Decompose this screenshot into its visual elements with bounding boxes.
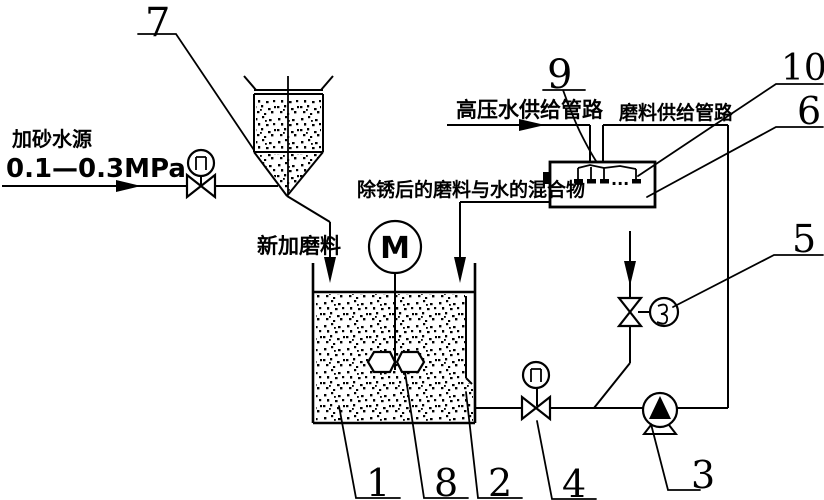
callout-9: 9 <box>547 52 572 98</box>
callout-1: 1 <box>366 461 390 500</box>
new-abrasive-label: 新加磨料 <box>257 234 341 258</box>
nozzle-icon <box>574 179 583 184</box>
chamber-left-port <box>543 172 551 184</box>
callout-3: 3 <box>691 453 715 497</box>
flow-arrow-right-icon <box>116 180 141 192</box>
callout-4: 4 <box>562 462 586 500</box>
leader-9 <box>542 89 597 162</box>
callout-5: 5 <box>792 217 816 261</box>
leader-4 <box>536 420 597 500</box>
callout-8: 8 <box>434 461 458 500</box>
callout-6: 6 <box>797 89 821 133</box>
leader-5 <box>672 254 824 308</box>
valve-actuator-icon <box>648 296 680 328</box>
leader-3 <box>650 423 701 491</box>
nozzle-ellipsis: ... <box>611 170 629 189</box>
abrasive-hopper <box>243 75 334 197</box>
stirrer-motor: M <box>367 219 423 275</box>
down-arrow-icon <box>454 257 466 283</box>
callout-7: 7 <box>145 0 170 46</box>
outlet-valve-icon <box>520 360 552 422</box>
agitator <box>366 273 426 374</box>
leader-6 <box>646 126 824 198</box>
new-abrasive-chute <box>286 195 336 283</box>
leader-10 <box>637 83 824 177</box>
leader-2 <box>465 391 523 499</box>
hp-water-pipe <box>447 119 591 162</box>
leader-7 <box>137 33 255 151</box>
nozzle-icon <box>600 179 609 184</box>
stirrer-paddle-left <box>366 350 397 374</box>
down-arrow-icon <box>624 261 636 286</box>
stirrer-paddle-right <box>395 350 426 374</box>
callout-10: 10 <box>781 48 824 89</box>
nozzle-icon <box>632 179 641 184</box>
water-source-pipe <box>2 180 278 192</box>
mixture-pipe-label: 除锈后的磨料与水的混合物 <box>357 178 585 201</box>
down-arrow-icon <box>324 257 336 283</box>
leader-8 <box>404 371 469 499</box>
abrasive-supply-pipe-label: 磨料供给管路 <box>618 101 734 124</box>
mixing-chamber: ... <box>543 160 657 209</box>
flow-arrow-right-icon <box>519 119 545 131</box>
abrasive-supply-pipe <box>602 124 729 408</box>
motor-letter: M <box>380 231 410 266</box>
water-source-label: 加砂水源 <box>11 127 92 151</box>
leader-1 <box>338 405 401 499</box>
water-pressure-label: 0.1—0.3MPa <box>6 154 186 184</box>
hp-water-pipe-label: 高压水供给管路 <box>456 98 604 122</box>
callouts: 7 9 10 6 5 1 8 2 4 3 <box>137 0 824 500</box>
branch-line-valve5 <box>593 231 680 409</box>
inlet-valve-icon <box>185 148 217 200</box>
mixture-return-pipe <box>454 201 550 283</box>
nozzle-icon <box>587 179 596 184</box>
slurry-pump-icon <box>641 391 728 435</box>
callout-2: 2 <box>488 461 512 500</box>
